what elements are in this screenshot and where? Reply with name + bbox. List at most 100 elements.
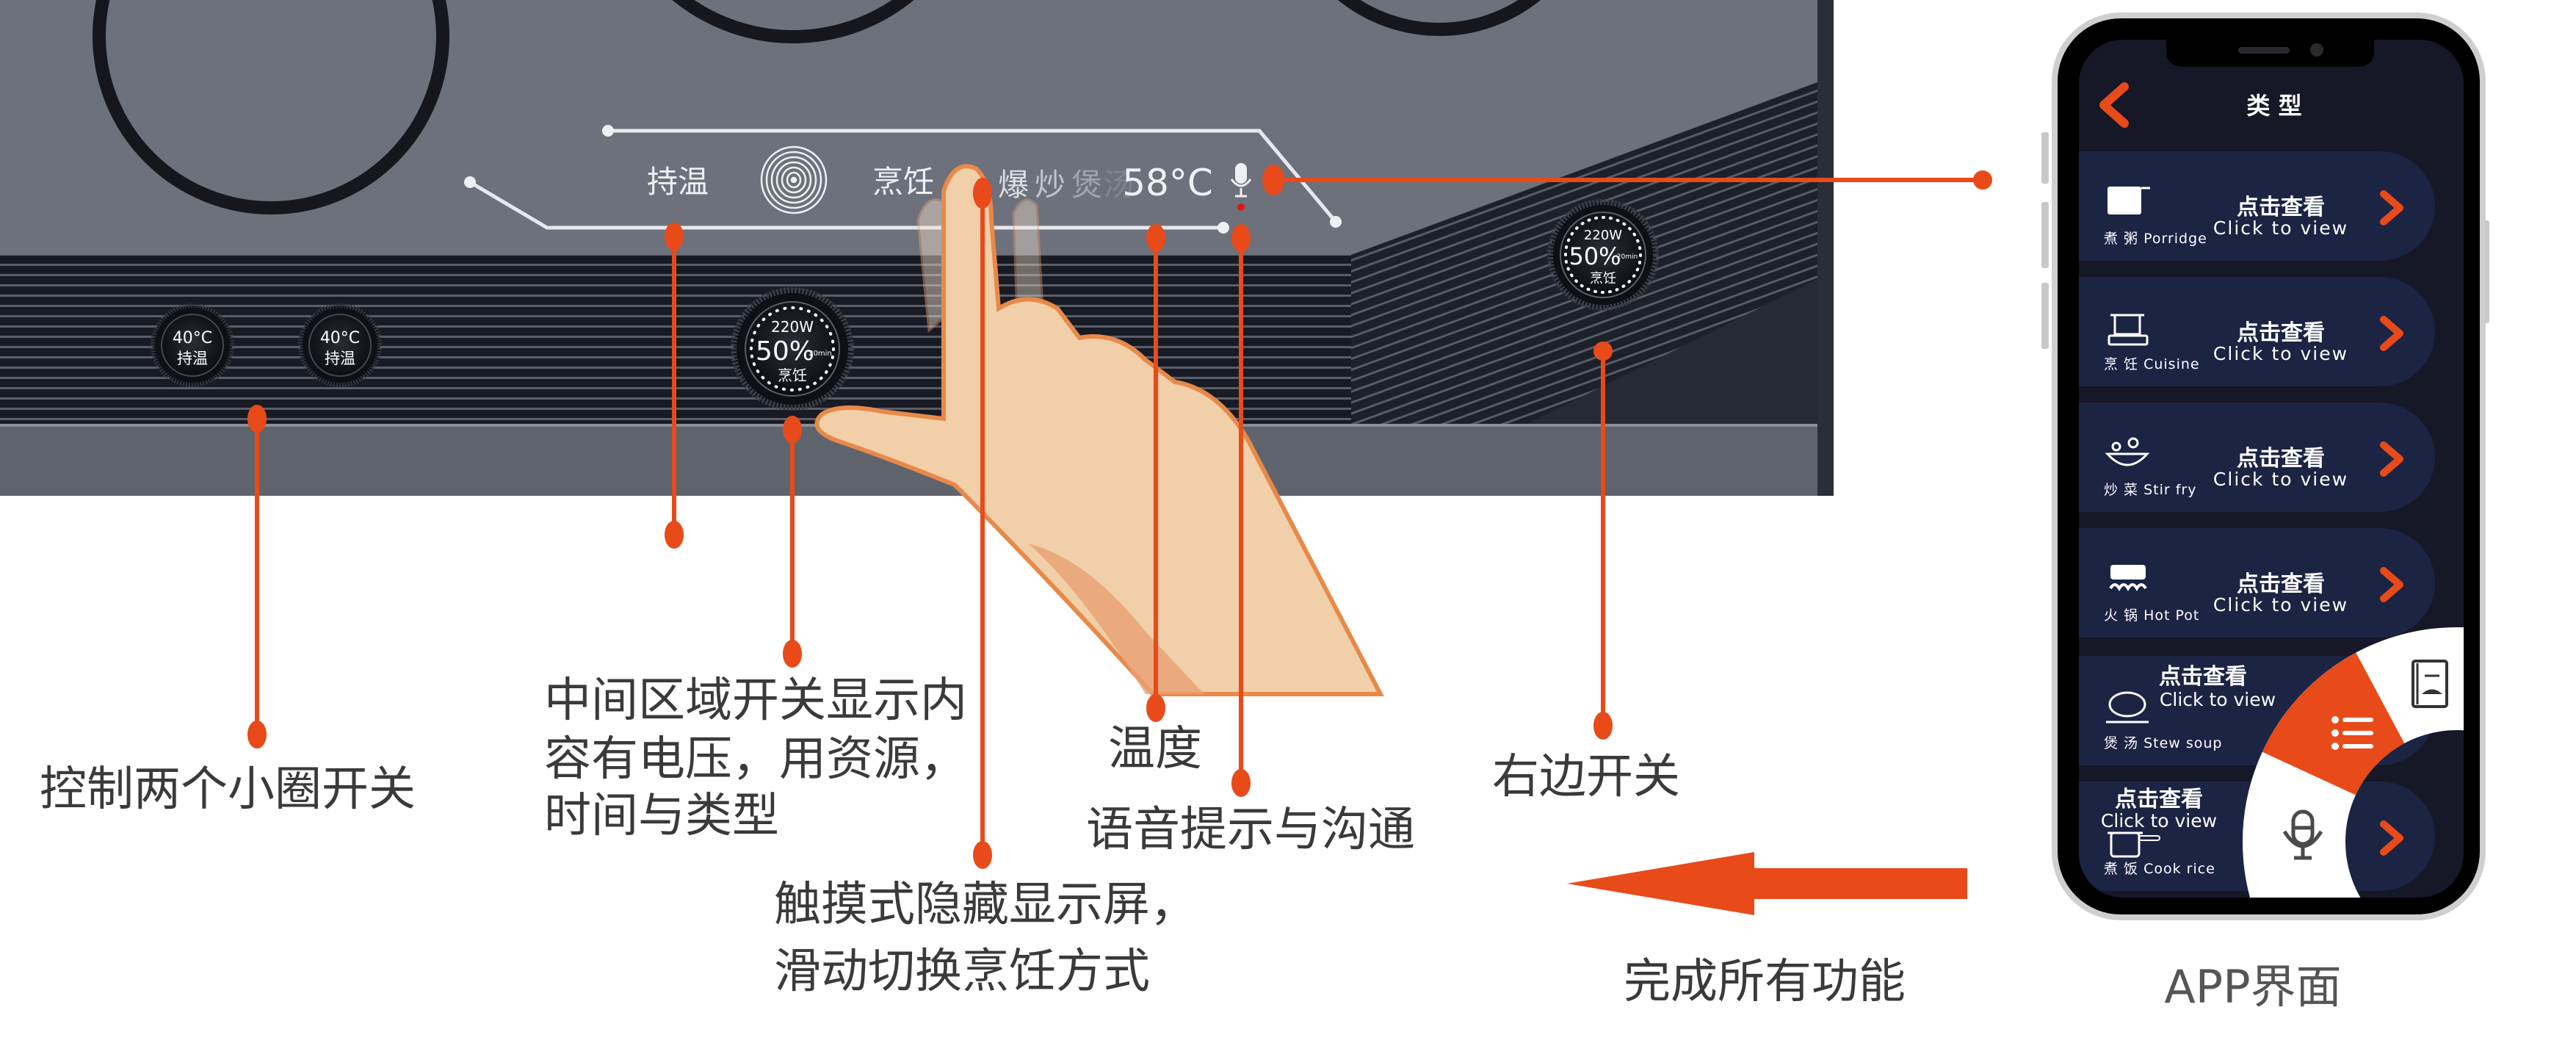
chevron-right-icon[interactable] xyxy=(2380,441,2403,477)
knob-percent: 50% xyxy=(1569,242,1621,270)
view-label-cn[interactable]: 点击查看 xyxy=(2237,571,2325,597)
chevron-right-icon[interactable] xyxy=(2380,820,2403,856)
right-knob[interactable]: 220W 50% 20min 烹饪 xyxy=(1547,199,1659,311)
burner-ring-left xyxy=(93,0,449,214)
view-label-en[interactable]: Click to view xyxy=(2213,594,2348,616)
cooktop-side-edge xyxy=(1817,0,1834,496)
category-name: 火 锅 Hot Pot xyxy=(2104,607,2199,624)
label-touch-screen-line2: 滑动切换烹饪方式 xyxy=(774,945,1150,999)
touch-display-frame xyxy=(468,129,1337,230)
fan-menu-active-segment[interactable] xyxy=(2262,652,2405,795)
display-mode-1[interactable]: 爆 xyxy=(998,167,1029,203)
phone-button xyxy=(2041,202,2049,268)
knob-temp: 40°C xyxy=(320,329,360,347)
label-center-area-line3: 时间与类型 xyxy=(544,789,779,843)
display-mode-4[interactable]: 汤 xyxy=(1103,167,1134,203)
knob-time: 20min xyxy=(808,350,832,358)
label-temperature: 温度 xyxy=(1108,722,1202,776)
burner-ring-center xyxy=(672,0,914,43)
knob-percent: 50% xyxy=(756,336,814,367)
knob-mode: 持温 xyxy=(177,350,208,367)
knob-temp: 40°C xyxy=(173,329,212,347)
label-center-area-line1: 中间区域开关显示内 xyxy=(544,674,967,728)
small-knob-2[interactable]: 40°C 持温 xyxy=(298,303,382,387)
frame-node xyxy=(464,176,476,188)
view-label-cn[interactable]: 点击查看 xyxy=(2237,320,2325,346)
app-caption: APP界面 xyxy=(2164,960,2341,1014)
display-mode-3[interactable]: 煲 xyxy=(1071,167,1102,203)
chevron-right-icon[interactable] xyxy=(2380,190,2403,225)
category-row-background xyxy=(2079,277,2435,386)
category-name: 煲 汤 Stew soup xyxy=(2104,735,2222,751)
chevron-right-icon[interactable] xyxy=(2380,316,2403,351)
phone-button xyxy=(2041,132,2049,184)
frame-node xyxy=(1330,216,1342,228)
soup-pot-icon xyxy=(2106,691,2149,723)
view-label-en[interactable]: Click to view xyxy=(2213,469,2348,490)
rice-pot-icon xyxy=(2108,831,2160,858)
front-camera xyxy=(2310,43,2323,57)
knob-mode: 烹饪 xyxy=(778,367,807,384)
microphone-icon[interactable] xyxy=(2282,809,2323,860)
knob-time: 20min xyxy=(1617,253,1638,261)
display-keep-warm[interactable]: 持温 xyxy=(647,164,709,200)
center-knob[interactable]: 220W 50% 20min 烹饪 xyxy=(731,287,854,411)
category-name: 炒 菜 Stir fry xyxy=(2104,482,2196,498)
view-label-en[interactable]: Click to view xyxy=(2213,343,2348,364)
view-label-cn[interactable]: 点击查看 xyxy=(2237,446,2325,472)
knob-mode: 烹饪 xyxy=(1590,271,1616,286)
label-small-knobs: 控制两个小圈开关 xyxy=(40,762,416,817)
list-icon[interactable] xyxy=(2331,716,2373,750)
frame-node xyxy=(1218,222,1229,234)
small-knob-1[interactable]: 40°C 持温 xyxy=(151,303,234,387)
wok-icon xyxy=(2105,437,2150,466)
view-label-en[interactable]: Click to view xyxy=(2213,217,2348,239)
frame-node xyxy=(602,125,614,137)
knob-power: 220W xyxy=(1584,228,1622,243)
side-panel-shade xyxy=(1527,279,1817,424)
recipe-book-icon[interactable] xyxy=(2412,660,2448,708)
category-name: 煮 饭 Cook rice xyxy=(2104,861,2215,877)
category-row-background xyxy=(2079,403,2435,512)
label-voice: 语音提示与沟通 xyxy=(1086,803,1415,857)
display-mode-2[interactable]: 炒 xyxy=(1035,167,1066,203)
chevron-right-icon[interactable] xyxy=(2380,567,2403,602)
view-label-cn[interactable]: 点击查看 xyxy=(2237,195,2325,220)
view-label-en[interactable]: Click to view xyxy=(2101,810,2217,831)
category-row-background xyxy=(2079,151,2435,261)
category-name: 煮 粥 Porridge xyxy=(2104,231,2207,247)
label-complete-all: 完成所有功能 xyxy=(1624,955,1906,1009)
label-right-switch: 右边开关 xyxy=(1492,750,1680,804)
porridge-pot-icon xyxy=(2108,187,2150,214)
hot-pot-icon xyxy=(2109,565,2147,591)
annotation-leaders xyxy=(247,165,1992,869)
microphone-icon[interactable] xyxy=(1230,163,1252,198)
fan-menu xyxy=(2243,627,2464,898)
knob-power: 220W xyxy=(771,318,814,336)
category-row-background xyxy=(2079,528,2435,638)
display-temperature: 58°C xyxy=(1122,162,1213,204)
induction-cooktop: 持温 烹饪 爆 炒 煲 汤 58°C 40°C 持温 40°C xyxy=(0,0,1834,496)
speaker-grille xyxy=(2238,47,2290,54)
app-title: 类 型 xyxy=(2246,92,2301,120)
label-touch-screen-line1: 触摸式隐藏显示屏， xyxy=(774,878,1197,932)
phone-button xyxy=(2041,283,2049,349)
view-label-en[interactable]: Click to view xyxy=(2160,689,2276,710)
label-center-area-line2: 容有电压，用资源， xyxy=(544,732,967,787)
category-name: 烹 饪 Cuisine xyxy=(2104,356,2200,372)
display-cooking[interactable]: 烹饪 xyxy=(872,164,934,200)
view-label-cn[interactable]: 点击查看 xyxy=(2159,664,2247,690)
cooking-stove-icon xyxy=(2108,314,2149,346)
knob-mode: 持温 xyxy=(325,350,355,367)
burner-ring-right xyxy=(1338,0,1541,36)
arrow-left-icon xyxy=(1567,852,1967,915)
chevron-left-icon[interactable] xyxy=(2099,82,2129,128)
view-label-cn[interactable]: 点击查看 xyxy=(2115,787,2203,812)
spiral-burner-icon[interactable] xyxy=(760,145,828,214)
